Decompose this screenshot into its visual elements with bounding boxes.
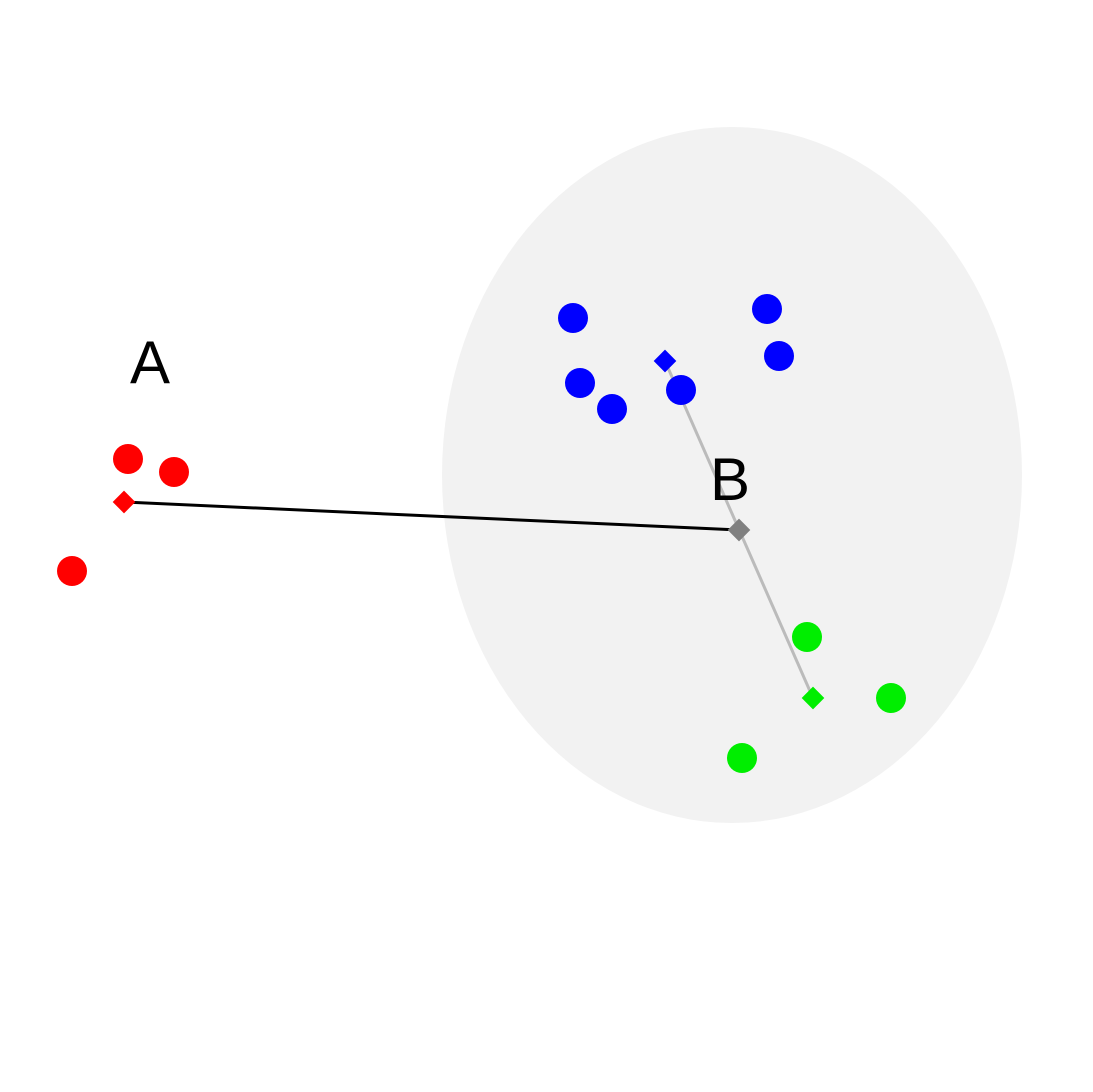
blue-point [764, 341, 794, 371]
label-b: B [710, 446, 750, 513]
blue-point [558, 303, 588, 333]
cluster-green-points [727, 622, 906, 773]
cluster-blue-points [558, 294, 794, 424]
label-a: A [130, 329, 170, 396]
red-point [57, 556, 87, 586]
blue-point [565, 368, 595, 398]
merged-centroid-diamond [727, 518, 751, 542]
blue-point [597, 394, 627, 424]
cluster-red-points [57, 444, 189, 586]
red-point [113, 444, 143, 474]
blue-point [666, 375, 696, 405]
link-red-to-merged [123, 500, 740, 532]
merged-cluster-region [442, 127, 1022, 823]
green-point [876, 683, 906, 713]
green-centroid-diamond [801, 686, 825, 710]
blue-centroid-diamond [653, 349, 677, 373]
blue-point [752, 294, 782, 324]
green-point [792, 622, 822, 652]
red-point [159, 457, 189, 487]
green-point [727, 743, 757, 773]
red-centroid-diamond [112, 490, 136, 514]
